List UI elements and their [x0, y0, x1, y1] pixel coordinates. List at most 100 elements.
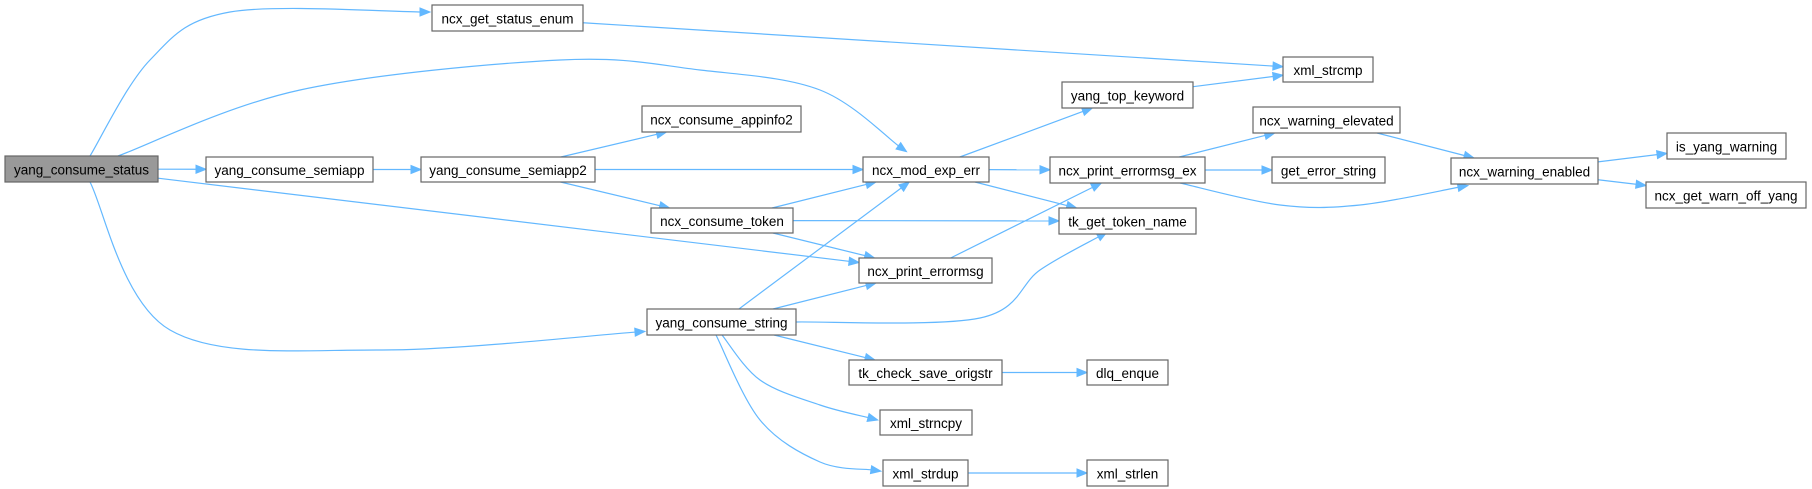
- arrowhead-icon: [1635, 179, 1648, 189]
- node-box[interactable]: [879, 409, 973, 436]
- edge-line: [738, 186, 903, 310]
- edge-ncx_print_errormsg_ex-to-ncx_warning_enabled: [1179, 182, 1470, 209]
- node-box[interactable]: [1086, 459, 1169, 487]
- node-ncx_print_errormsg[interactable]: ncx_print_errormsg: [858, 257, 993, 284]
- node-box[interactable]: [1450, 157, 1599, 185]
- arrowhead-icon: [1039, 165, 1052, 175]
- arrowhead-icon: [1076, 367, 1089, 378]
- node-label: yang_consume_string: [655, 316, 787, 331]
- node-yang_top_keyword[interactable]: yang_top_keyword: [1061, 81, 1194, 109]
- arrowhead-icon: [1080, 107, 1094, 117]
- node-xml_strcmp[interactable]: xml_strcmp: [1282, 56, 1374, 83]
- edge-line: [89, 7, 423, 157]
- arrowhead-icon: [410, 164, 423, 175]
- edges-layer: [89, 7, 1669, 478]
- edge-ncx_mod_exp_err-to-ncx_print_errormsg_ex: [988, 165, 1052, 175]
- node-box[interactable]: [1282, 56, 1374, 83]
- arrowhead-icon: [1048, 216, 1061, 226]
- node-ncx_get_warn_off_yang[interactable]: ncx_get_warn_off_yang: [1645, 181, 1807, 209]
- node-tk_get_token_name[interactable]: tk_get_token_name: [1058, 207, 1197, 235]
- node-label: ncx_print_errormsg_ex: [1058, 164, 1196, 179]
- edge-yang_consume_semiapp-to-yang_consume_semiapp2: [373, 164, 423, 175]
- node-ncx_mod_exp_err[interactable]: ncx_mod_exp_err: [862, 156, 990, 183]
- node-label: xml_strcmp: [1293, 63, 1362, 78]
- edge-line: [772, 232, 867, 257]
- node-ncx_warning_enabled[interactable]: ncx_warning_enabled: [1450, 157, 1599, 185]
- edge-line: [89, 181, 638, 352]
- edge-yang_consume_status-to-ncx_mod_exp_err: [117, 58, 908, 157]
- node-get_error_string[interactable]: get_error_string: [1271, 156, 1386, 184]
- node-box[interactable]: [1645, 181, 1807, 209]
- edge-yang_consume_status-to-ncx_print_errormsg: [157, 177, 861, 266]
- node-box[interactable]: [1058, 207, 1197, 235]
- node-label: ncx_get_warn_off_yang: [1654, 189, 1797, 204]
- node-label: ncx_consume_appinfo2: [650, 113, 793, 128]
- node-box[interactable]: [641, 105, 802, 133]
- node-box[interactable]: [1061, 81, 1194, 109]
- node-box[interactable]: [882, 459, 969, 487]
- arrowhead-icon: [1089, 182, 1103, 192]
- node-box[interactable]: [420, 156, 596, 183]
- node-xml_strdup[interactable]: xml_strdup: [882, 459, 969, 487]
- node-ncx_print_errormsg_ex[interactable]: ncx_print_errormsg_ex: [1049, 156, 1206, 184]
- node-yang_consume_semiapp2[interactable]: yang_consume_semiapp2: [420, 156, 596, 183]
- arrowhead-icon: [1261, 165, 1274, 175]
- node-label: xml_strlen: [1097, 467, 1159, 482]
- edge-line: [117, 58, 901, 157]
- edge-ncx_print_errormsg_ex-to-ncx_warning_elevated: [1179, 130, 1277, 158]
- node-box[interactable]: [1252, 106, 1401, 134]
- node-ncx_warning_elevated[interactable]: ncx_warning_elevated: [1252, 106, 1401, 134]
- edge-yang_consume_string-to-ncx_print_errormsg: [772, 280, 878, 310]
- node-box[interactable]: [431, 4, 584, 32]
- edge-yang_consume_string-to-ncx_mod_exp_err: [738, 181, 911, 310]
- node-is_yang_warning[interactable]: is_yang_warning: [1666, 132, 1787, 160]
- node-box[interactable]: [1666, 132, 1787, 160]
- node-yang_consume_status[interactable]: yang_consume_status: [4, 155, 159, 183]
- node-ncx_consume_appinfo2[interactable]: ncx_consume_appinfo2: [641, 105, 802, 133]
- node-yang_consume_string[interactable]: yang_consume_string: [646, 308, 797, 336]
- node-xml_strncpy[interactable]: xml_strncpy: [879, 409, 973, 436]
- node-box[interactable]: [646, 308, 797, 336]
- node-tk_check_save_origstr[interactable]: tk_check_save_origstr: [848, 359, 1003, 386]
- edge-line: [1376, 132, 1466, 157]
- node-label: is_yang_warning: [1676, 140, 1777, 155]
- edge-line: [560, 133, 658, 158]
- node-box[interactable]: [205, 156, 374, 183]
- edge-line: [582, 22, 1275, 67]
- node-box[interactable]: [1086, 359, 1169, 386]
- arrowhead-icon: [895, 141, 908, 153]
- node-box[interactable]: [1271, 156, 1386, 184]
- arrowhead-icon: [869, 464, 883, 475]
- node-label: dlq_enque: [1096, 366, 1159, 381]
- arrowhead-icon: [419, 7, 432, 17]
- edge-ncx_mod_exp_err-to-yang_top_keyword: [959, 107, 1094, 158]
- node-label: ncx_get_status_enum: [441, 12, 573, 27]
- node-box[interactable]: [1049, 156, 1206, 184]
- edge-yang_consume_string-to-xml_strdup: [715, 334, 883, 475]
- edge-line: [771, 183, 868, 209]
- node-label: tk_check_save_origstr: [858, 366, 993, 381]
- node-dlq_enque[interactable]: dlq_enque: [1086, 359, 1169, 386]
- edge-yang_consume_semiapp2-to-ncx_consume_token: [560, 181, 671, 211]
- node-xml_strlen[interactable]: xml_strlen: [1086, 459, 1169, 487]
- node-box[interactable]: [4, 155, 159, 183]
- edge-yang_consume_semiapp2-to-ncx_mod_exp_err: [595, 164, 865, 175]
- node-box[interactable]: [862, 156, 990, 183]
- edge-line: [1179, 182, 1461, 209]
- node-ncx_get_status_enum[interactable]: ncx_get_status_enum: [431, 4, 584, 32]
- edge-yang_consume_status-to-yang_consume_string: [89, 181, 647, 352]
- edge-line: [1597, 153, 1659, 163]
- node-label: yang_top_keyword: [1071, 89, 1184, 104]
- node-ncx_consume_token[interactable]: ncx_consume_token: [650, 207, 794, 234]
- edge-line: [950, 186, 1094, 259]
- arrowhead-icon: [1076, 468, 1089, 478]
- node-label: ncx_warning_enabled: [1459, 165, 1590, 180]
- node-box[interactable]: [848, 359, 1003, 386]
- edge-line: [560, 181, 661, 207]
- edge-ncx_print_errormsg_ex-to-get_error_string: [1205, 165, 1274, 175]
- node-box[interactable]: [650, 207, 794, 234]
- node-yang_consume_semiapp[interactable]: yang_consume_semiapp: [205, 156, 374, 183]
- edge-line: [721, 334, 871, 419]
- node-box[interactable]: [858, 257, 993, 284]
